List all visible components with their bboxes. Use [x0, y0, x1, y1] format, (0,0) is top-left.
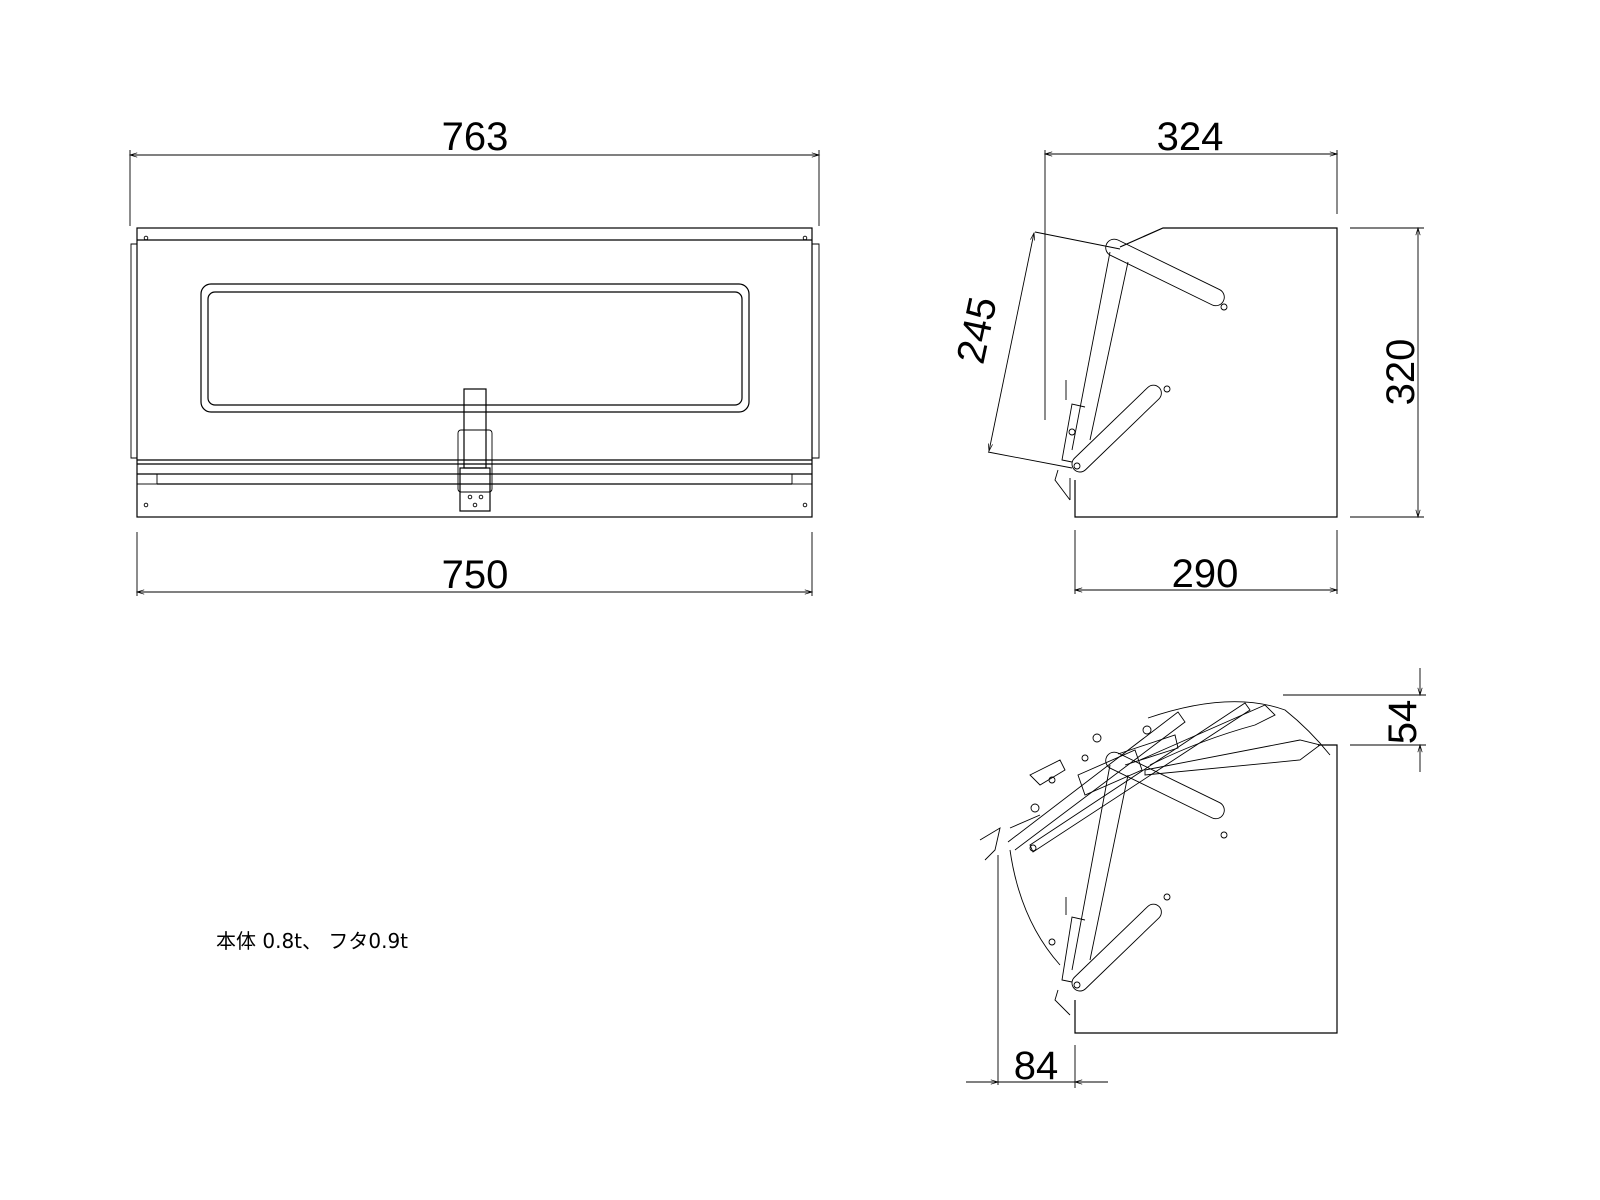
side-view-closed: 324 320 245 290 — [949, 115, 1424, 596]
dim-320: 320 — [1379, 339, 1423, 406]
dim-324: 324 — [1157, 115, 1224, 159]
window-outer — [200, 283, 750, 413]
latch — [463, 388, 487, 469]
dim-750: 750 — [442, 553, 509, 597]
side-view-open: 54 84 — [966, 668, 1426, 1088]
dim-84: 84 — [1014, 1044, 1059, 1088]
dim-290: 290 — [1172, 552, 1239, 596]
dim-54: 54 — [1381, 700, 1425, 745]
dim-763: 763 — [442, 115, 509, 159]
window-inner — [207, 291, 743, 406]
material-note: 本体 0.8t、 フタ0.9t — [216, 929, 408, 953]
dim-245: 245 — [949, 293, 1006, 367]
latch-plate — [459, 467, 491, 512]
front-view: 763 750 — [128, 115, 821, 597]
